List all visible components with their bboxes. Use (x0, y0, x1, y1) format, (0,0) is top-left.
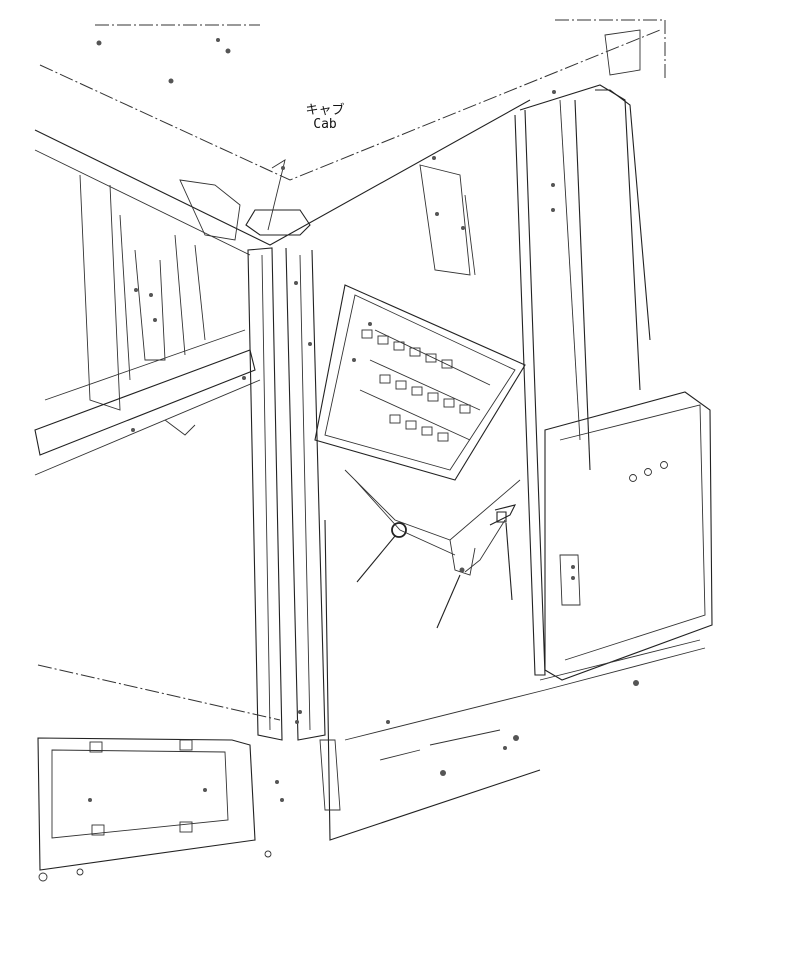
leader-line-2 (436, 574, 461, 629)
cab-label: キャブ Cab (300, 104, 350, 132)
cab-label-english: Cab (313, 117, 337, 132)
leader-line-1 (356, 535, 396, 583)
leader-line-3 (505, 522, 513, 601)
relay-grid (361, 329, 471, 442)
cab-label-japanese: キャブ (305, 103, 345, 118)
